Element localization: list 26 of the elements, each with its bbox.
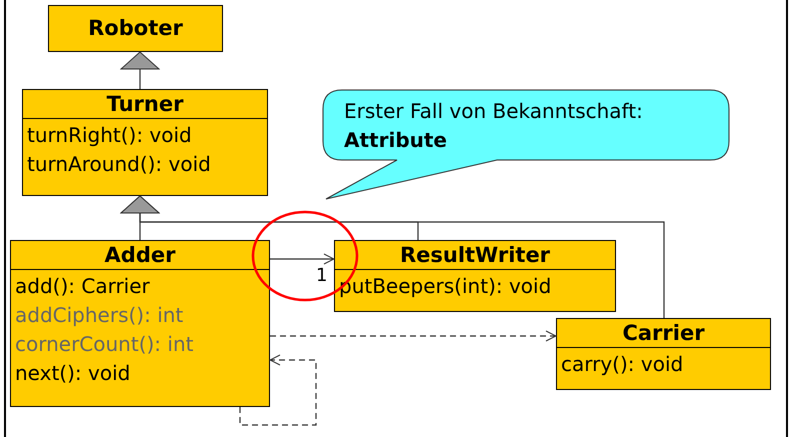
generalization-arrow [120,52,160,89]
class-name: ResultWriter [335,241,615,270]
class-name: Carrier [557,319,770,348]
speech-bubble [322,89,730,201]
class-box [22,89,268,196]
class-name: Adder [11,241,269,270]
method-signature: addCiphers(): int [15,302,184,329]
method-signature: next(): void [15,360,130,387]
method-signature: carry(): void [561,351,684,378]
method-signature: turnRight(): void [27,122,192,149]
class-name: Roboter [87,15,184,42]
method-signature: cornerCount(): int [15,331,194,358]
class-box [48,5,223,52]
method-signature: turnAround(): void [27,151,211,178]
method-signature: putBeepers(int): void [339,273,552,300]
class-box [556,318,771,390]
class-box [10,240,270,407]
method-signature: add(): Carrier [15,273,150,300]
class-name: Turner [23,90,267,119]
multiplicity-label: 1 [316,266,328,286]
class-box [334,240,616,312]
callout-text: Erster Fall von Bekanntschaft: Attribute [344,98,644,154]
dependency-arrow [270,330,556,342]
dependency-arrow [239,354,317,426]
association-arrow [270,254,334,264]
generalization-arrow [120,196,665,318]
